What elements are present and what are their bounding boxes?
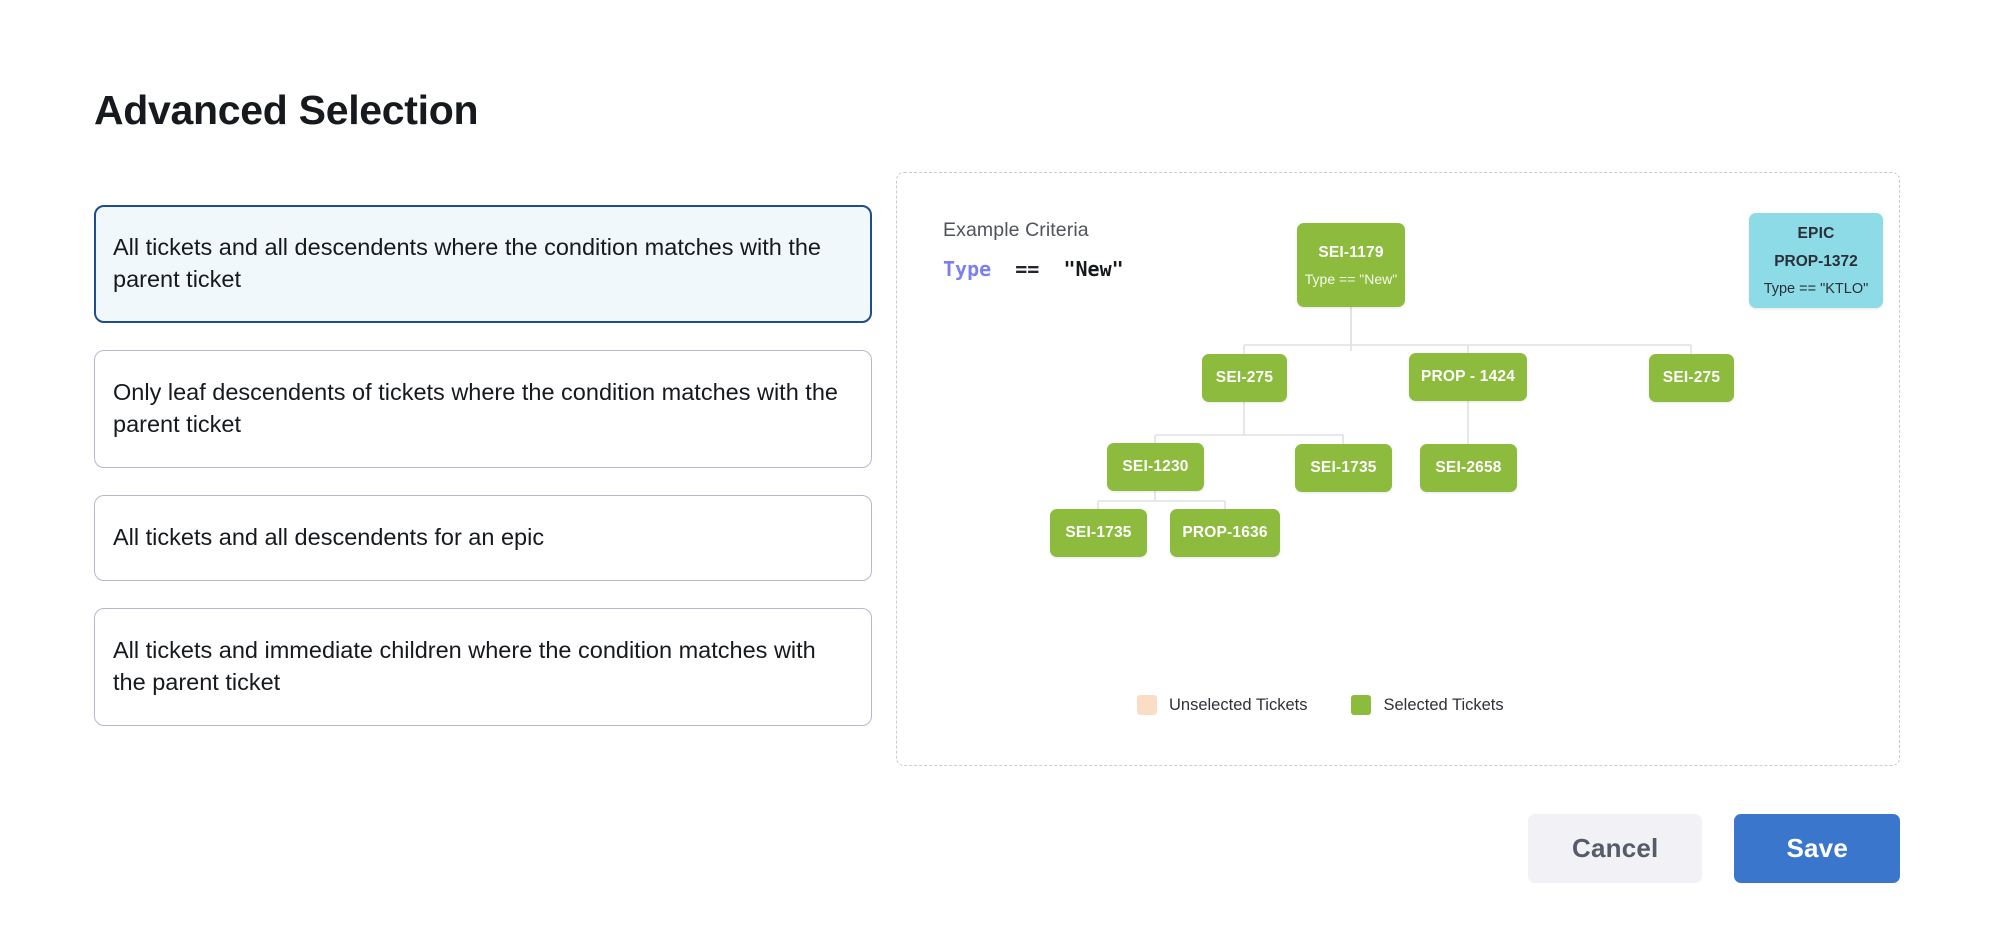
legend-label: Unselected Tickets xyxy=(1169,695,1308,714)
diagram-legend: Unselected Tickets Selected Tickets xyxy=(1137,695,1504,715)
tree-node-sei-2658[interactable]: SEI-2658 xyxy=(1420,444,1517,492)
tree-node-title: SEI-275 xyxy=(1662,369,1721,386)
page-title: Advanced Selection xyxy=(94,87,479,134)
tree-node-sei-1735-a[interactable]: SEI-1735 xyxy=(1295,444,1392,492)
tree-node-title: SEI-275 xyxy=(1215,369,1274,386)
tree-node-key: PROP-1372 xyxy=(1774,252,1858,270)
dialog-footer: Cancel Save xyxy=(1528,814,1900,883)
legend-label: Selected Tickets xyxy=(1383,695,1504,714)
tree-node-title: PROP - 1424 xyxy=(1420,368,1516,385)
tree-node-title: SEI-1179 xyxy=(1318,243,1384,261)
option-card-all-descendents[interactable]: All tickets and all descendents where th… xyxy=(94,205,872,323)
tree-node-title: SEI-1230 xyxy=(1122,458,1189,475)
legend-item-unselected: Unselected Tickets xyxy=(1137,695,1307,715)
legend-item-selected: Selected Tickets xyxy=(1351,695,1504,715)
tree-node-title: SEI-2658 xyxy=(1435,459,1502,476)
criteria-field: Type xyxy=(943,257,992,281)
tree-node-sei-1735-b[interactable]: SEI-1735 xyxy=(1050,509,1147,557)
tree-connectors xyxy=(1097,307,1692,509)
option-label: Only leaf descendents of tickets where t… xyxy=(113,378,838,437)
option-label: All tickets and all descendents for an e… xyxy=(113,523,545,550)
tree-node-sei-275-a[interactable]: SEI-275 xyxy=(1202,354,1287,402)
tree-node-sei-275-b[interactable]: SEI-275 xyxy=(1649,354,1734,402)
tree-node-type-label: EPIC xyxy=(1797,224,1835,242)
option-card-epic-descendents[interactable]: All tickets and all descendents for an e… xyxy=(94,494,872,581)
legend-swatch-unselected-icon xyxy=(1137,695,1157,715)
tree-node-title: SEI-1735 xyxy=(1310,459,1377,476)
option-label: All tickets and immediate children where… xyxy=(113,636,816,695)
option-card-leaf-descendents[interactable]: Only leaf descendents of tickets where t… xyxy=(94,349,872,468)
tree-node-prop-1424[interactable]: PROP - 1424 xyxy=(1409,353,1527,401)
criteria-value: "New" xyxy=(1063,257,1124,281)
tree-node-title: SEI-1735 xyxy=(1065,524,1132,541)
criteria-expression: Type == "New" xyxy=(943,257,1124,281)
legend-swatch-selected-icon xyxy=(1351,695,1372,715)
example-diagram-panel: Example Criteria Type == "New" xyxy=(896,172,1900,766)
selection-options-list: All tickets and all descendents where th… xyxy=(94,205,872,753)
tree-node-sei-1230[interactable]: SEI-1230 xyxy=(1107,443,1204,491)
tree-node-sei-1179[interactable]: SEI-1179 Type == "New" xyxy=(1297,223,1405,307)
criteria-operator: == xyxy=(1015,257,1040,281)
option-card-immediate-children[interactable]: All tickets and immediate children where… xyxy=(94,607,872,726)
cancel-button[interactable]: Cancel xyxy=(1528,814,1703,883)
criteria-title: Example Criteria xyxy=(943,219,1089,241)
option-label: All tickets and all descendents where th… xyxy=(113,234,822,292)
tree-node-subtitle: Type == "KTLO" xyxy=(1763,280,1869,297)
save-button[interactable]: Save xyxy=(1734,814,1900,883)
tree-node-prop-1636[interactable]: PROP-1636 xyxy=(1170,509,1280,557)
tree-node-subtitle: Type == "New" xyxy=(1304,270,1398,287)
tree-node-title: PROP-1636 xyxy=(1182,524,1268,541)
tree-node-epic-prop-1372[interactable]: EPIC PROP-1372 Type == "KTLO" xyxy=(1749,213,1883,308)
